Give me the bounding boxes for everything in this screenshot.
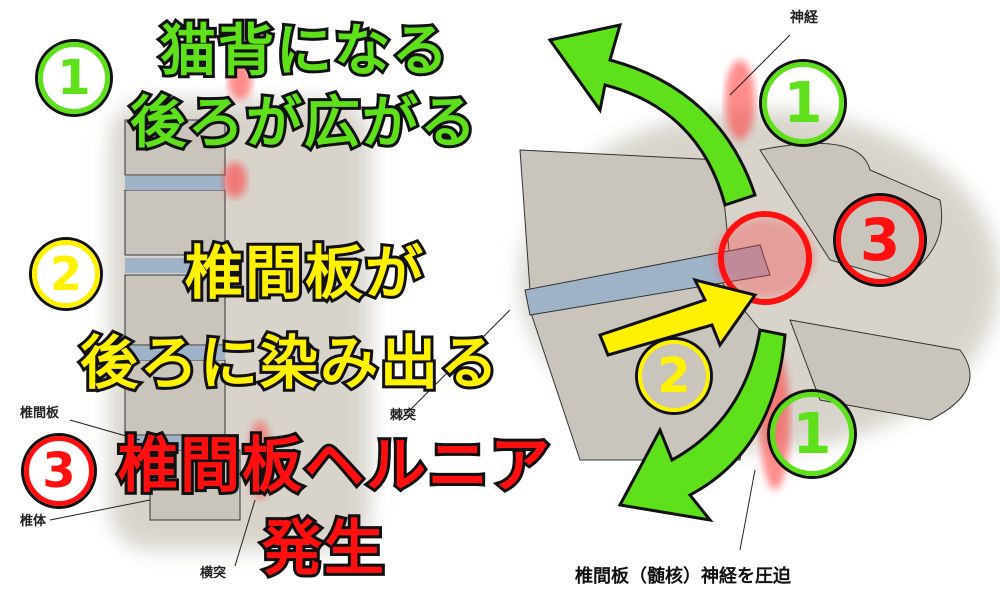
right-spine [519,34,1000,551]
marker-hernia-3: 3 [836,196,924,284]
compression-caption: 椎間板（髄核）神経を圧迫 [575,566,791,587]
label-disc: 椎間板 [20,406,60,421]
step-1-line-1: 猫背になる [157,16,451,87]
curve-arrow-down-icon [617,328,787,523]
push-arrow-icon [598,277,758,357]
curve-arrow-up-icon [547,23,757,207]
step-1-line-2: 後ろが広がる [127,88,479,159]
label-nerve: 神経 [790,10,818,26]
step-2-line-1: 椎間板が [182,237,426,309]
hernia-circle [718,211,812,305]
marker-bottom-1: 1 [770,392,854,476]
marker-top-1: 1 [762,62,844,144]
step-3-line-2: 発生 [259,512,387,587]
label-body: 椎体 [20,514,47,529]
left-spine [49,60,511,567]
step-1-marker: 1 [38,42,110,114]
label-transverse: 横突 [200,566,227,581]
step-3-marker: 3 [24,436,94,506]
step-2-marker: 2 [32,240,100,308]
marker-middle-2: 2 [638,340,710,412]
label-spinous: 棘突 [390,408,417,423]
step-2-line-2: 後ろに染み出る [77,327,501,399]
step-3-line-1: 椎間板ヘルニア [115,429,553,504]
